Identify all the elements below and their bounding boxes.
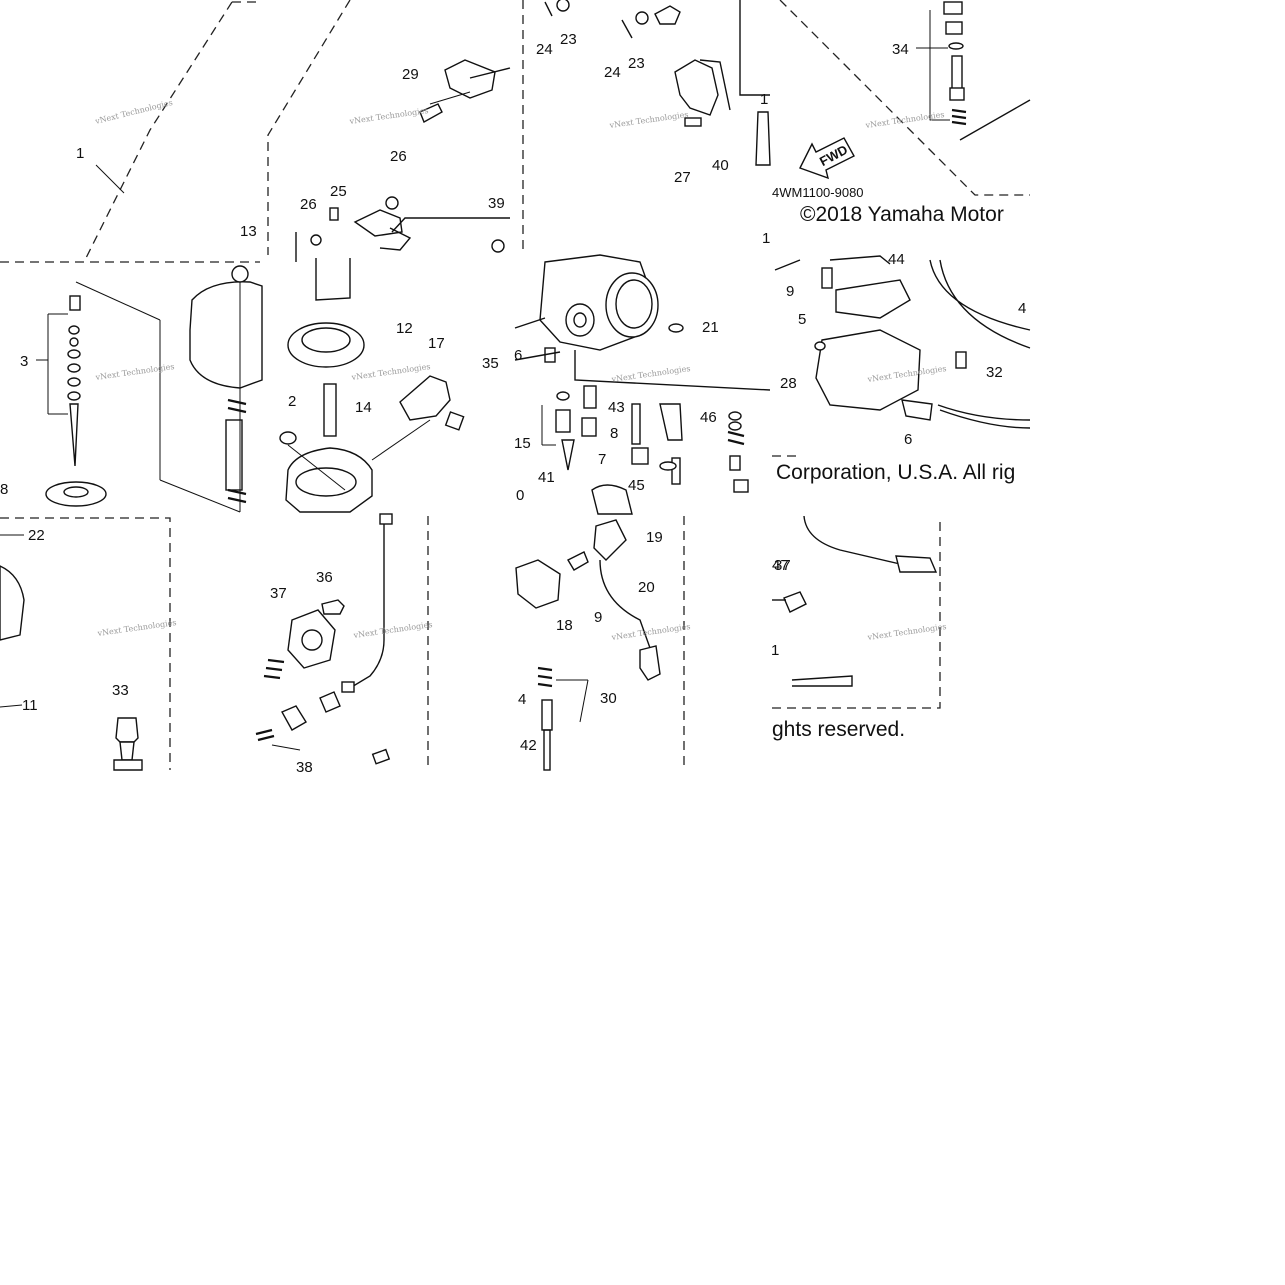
wiring-lead-part bbox=[772, 515, 938, 687]
callout-35: 35 bbox=[482, 355, 499, 372]
needle-stack-part bbox=[36, 281, 241, 513]
callout-1: 1 bbox=[76, 145, 84, 162]
callout-9a: 9 bbox=[786, 283, 794, 300]
copyright-line-1: ©2018 Yamaha Motor bbox=[800, 203, 1004, 226]
diaphragm-cover-part bbox=[189, 265, 263, 512]
callout-1-top: 1 bbox=[760, 91, 768, 108]
callout-25: 25 bbox=[330, 183, 347, 200]
callout-1-mid: 1 bbox=[762, 230, 770, 247]
callout-43: 43 bbox=[608, 399, 625, 416]
fwd-arrow-icon: FWD bbox=[799, 137, 855, 180]
callout-47: 47 bbox=[772, 557, 789, 574]
callout-37-partial: 37 bbox=[774, 557, 791, 574]
callout-20: 20 bbox=[638, 579, 655, 596]
callout-15: 15 bbox=[514, 435, 531, 452]
choke-plunger-part bbox=[515, 519, 661, 771]
watermark-6: vNext Technologies bbox=[350, 362, 431, 382]
callout-36: 36 bbox=[316, 569, 333, 586]
callout-38: 38 bbox=[296, 759, 313, 776]
throttle-bracket-part bbox=[419, 59, 511, 123]
callout-13: 13 bbox=[240, 223, 257, 240]
carb-body-top-part bbox=[279, 258, 465, 513]
callout-14: 14 bbox=[355, 399, 372, 416]
callout-19: 19 bbox=[646, 529, 663, 546]
callout-9b: 9 bbox=[594, 609, 602, 626]
callout-4: 4 bbox=[518, 691, 526, 708]
watermark-9: vNext Technologies bbox=[96, 618, 177, 638]
callout-46: 46 bbox=[700, 409, 717, 426]
callout-29: 29 bbox=[402, 66, 419, 83]
throttle-valve-part bbox=[295, 217, 510, 262]
callout-30: 30 bbox=[600, 690, 617, 707]
watermark-7: vNext Technologies bbox=[610, 364, 691, 384]
cable-bracket-part bbox=[310, 196, 412, 251]
callout-27: 27 bbox=[674, 169, 691, 186]
callout-11: 11 bbox=[22, 697, 38, 714]
copyright-line-3: ghts reserved. bbox=[772, 718, 905, 741]
callout-26a: 26 bbox=[390, 148, 407, 165]
copyright-line-2: Corporation, U.S.A. All rig bbox=[776, 461, 1015, 484]
callout-1-lower: 1 bbox=[771, 642, 779, 659]
group-boundaries bbox=[0, 0, 1030, 770]
callout-33: 33 bbox=[112, 682, 129, 699]
callout-21: 21 bbox=[702, 319, 719, 336]
callout-7: 7 bbox=[598, 451, 606, 468]
callout-32: 32 bbox=[986, 364, 1003, 381]
callout-44: 44 bbox=[888, 251, 905, 268]
watermark-11: vNext Technologies bbox=[610, 622, 691, 642]
callout-24a: 24 bbox=[536, 41, 553, 58]
callout-2: 2 bbox=[288, 393, 296, 410]
callout-23b: 23 bbox=[628, 55, 645, 72]
callout-6a: 6 bbox=[514, 347, 522, 364]
callout-17: 17 bbox=[428, 335, 445, 352]
carburetor-main-body-part bbox=[514, 254, 771, 515]
callout-0: 0 bbox=[516, 487, 524, 504]
watermark-10: vNext Technologies bbox=[352, 620, 433, 640]
callout-26b: 26 bbox=[300, 196, 317, 213]
callout-28: 28 bbox=[780, 375, 797, 392]
callout-40: 40 bbox=[712, 157, 729, 174]
cover-22-part bbox=[0, 534, 143, 771]
callout-6b: 6 bbox=[904, 431, 912, 448]
float-bowl-part bbox=[774, 255, 1031, 429]
callout-18: 18 bbox=[556, 617, 573, 634]
callout-8-left: 8 bbox=[0, 481, 8, 498]
callout-24b: 24 bbox=[604, 64, 621, 81]
jet-needle-stack-part bbox=[916, 1, 1031, 141]
callout-23a: 23 bbox=[560, 31, 577, 48]
callout-4-right: 4 bbox=[1018, 300, 1026, 317]
needle-valve-1-leader bbox=[95, 164, 125, 194]
part-code: 4WM1100-9080 bbox=[772, 185, 864, 200]
callout-8: 8 bbox=[610, 425, 618, 442]
callout-37: 37 bbox=[270, 585, 287, 602]
watermark-4: vNext Technologies bbox=[864, 110, 945, 130]
watermark-1: vNext Technologies bbox=[93, 98, 173, 126]
watermark-2: vNext Technologies bbox=[348, 106, 429, 126]
callout-42: 42 bbox=[520, 737, 537, 754]
callout-45: 45 bbox=[628, 477, 645, 494]
callout-22: 22 bbox=[28, 527, 45, 544]
accelerator-pump-part bbox=[255, 513, 393, 765]
watermark-12: vNext Technologies bbox=[866, 622, 947, 642]
watermark-3: vNext Technologies bbox=[608, 110, 689, 130]
float-jets-part bbox=[727, 411, 749, 493]
throttle-stop-part bbox=[544, 0, 771, 166]
callout-labels: 1 2 3 5 6 6 7 8 9 9 11 12 13 14 15 17 18… bbox=[0, 31, 1026, 776]
callout-34: 34 bbox=[892, 41, 909, 58]
callout-5: 5 bbox=[798, 311, 806, 328]
watermark-5: vNext Technologies bbox=[94, 362, 175, 382]
callout-12: 12 bbox=[396, 320, 413, 337]
callout-41: 41 bbox=[538, 469, 555, 486]
callout-39: 39 bbox=[488, 195, 505, 212]
callout-3: 3 bbox=[20, 353, 28, 370]
